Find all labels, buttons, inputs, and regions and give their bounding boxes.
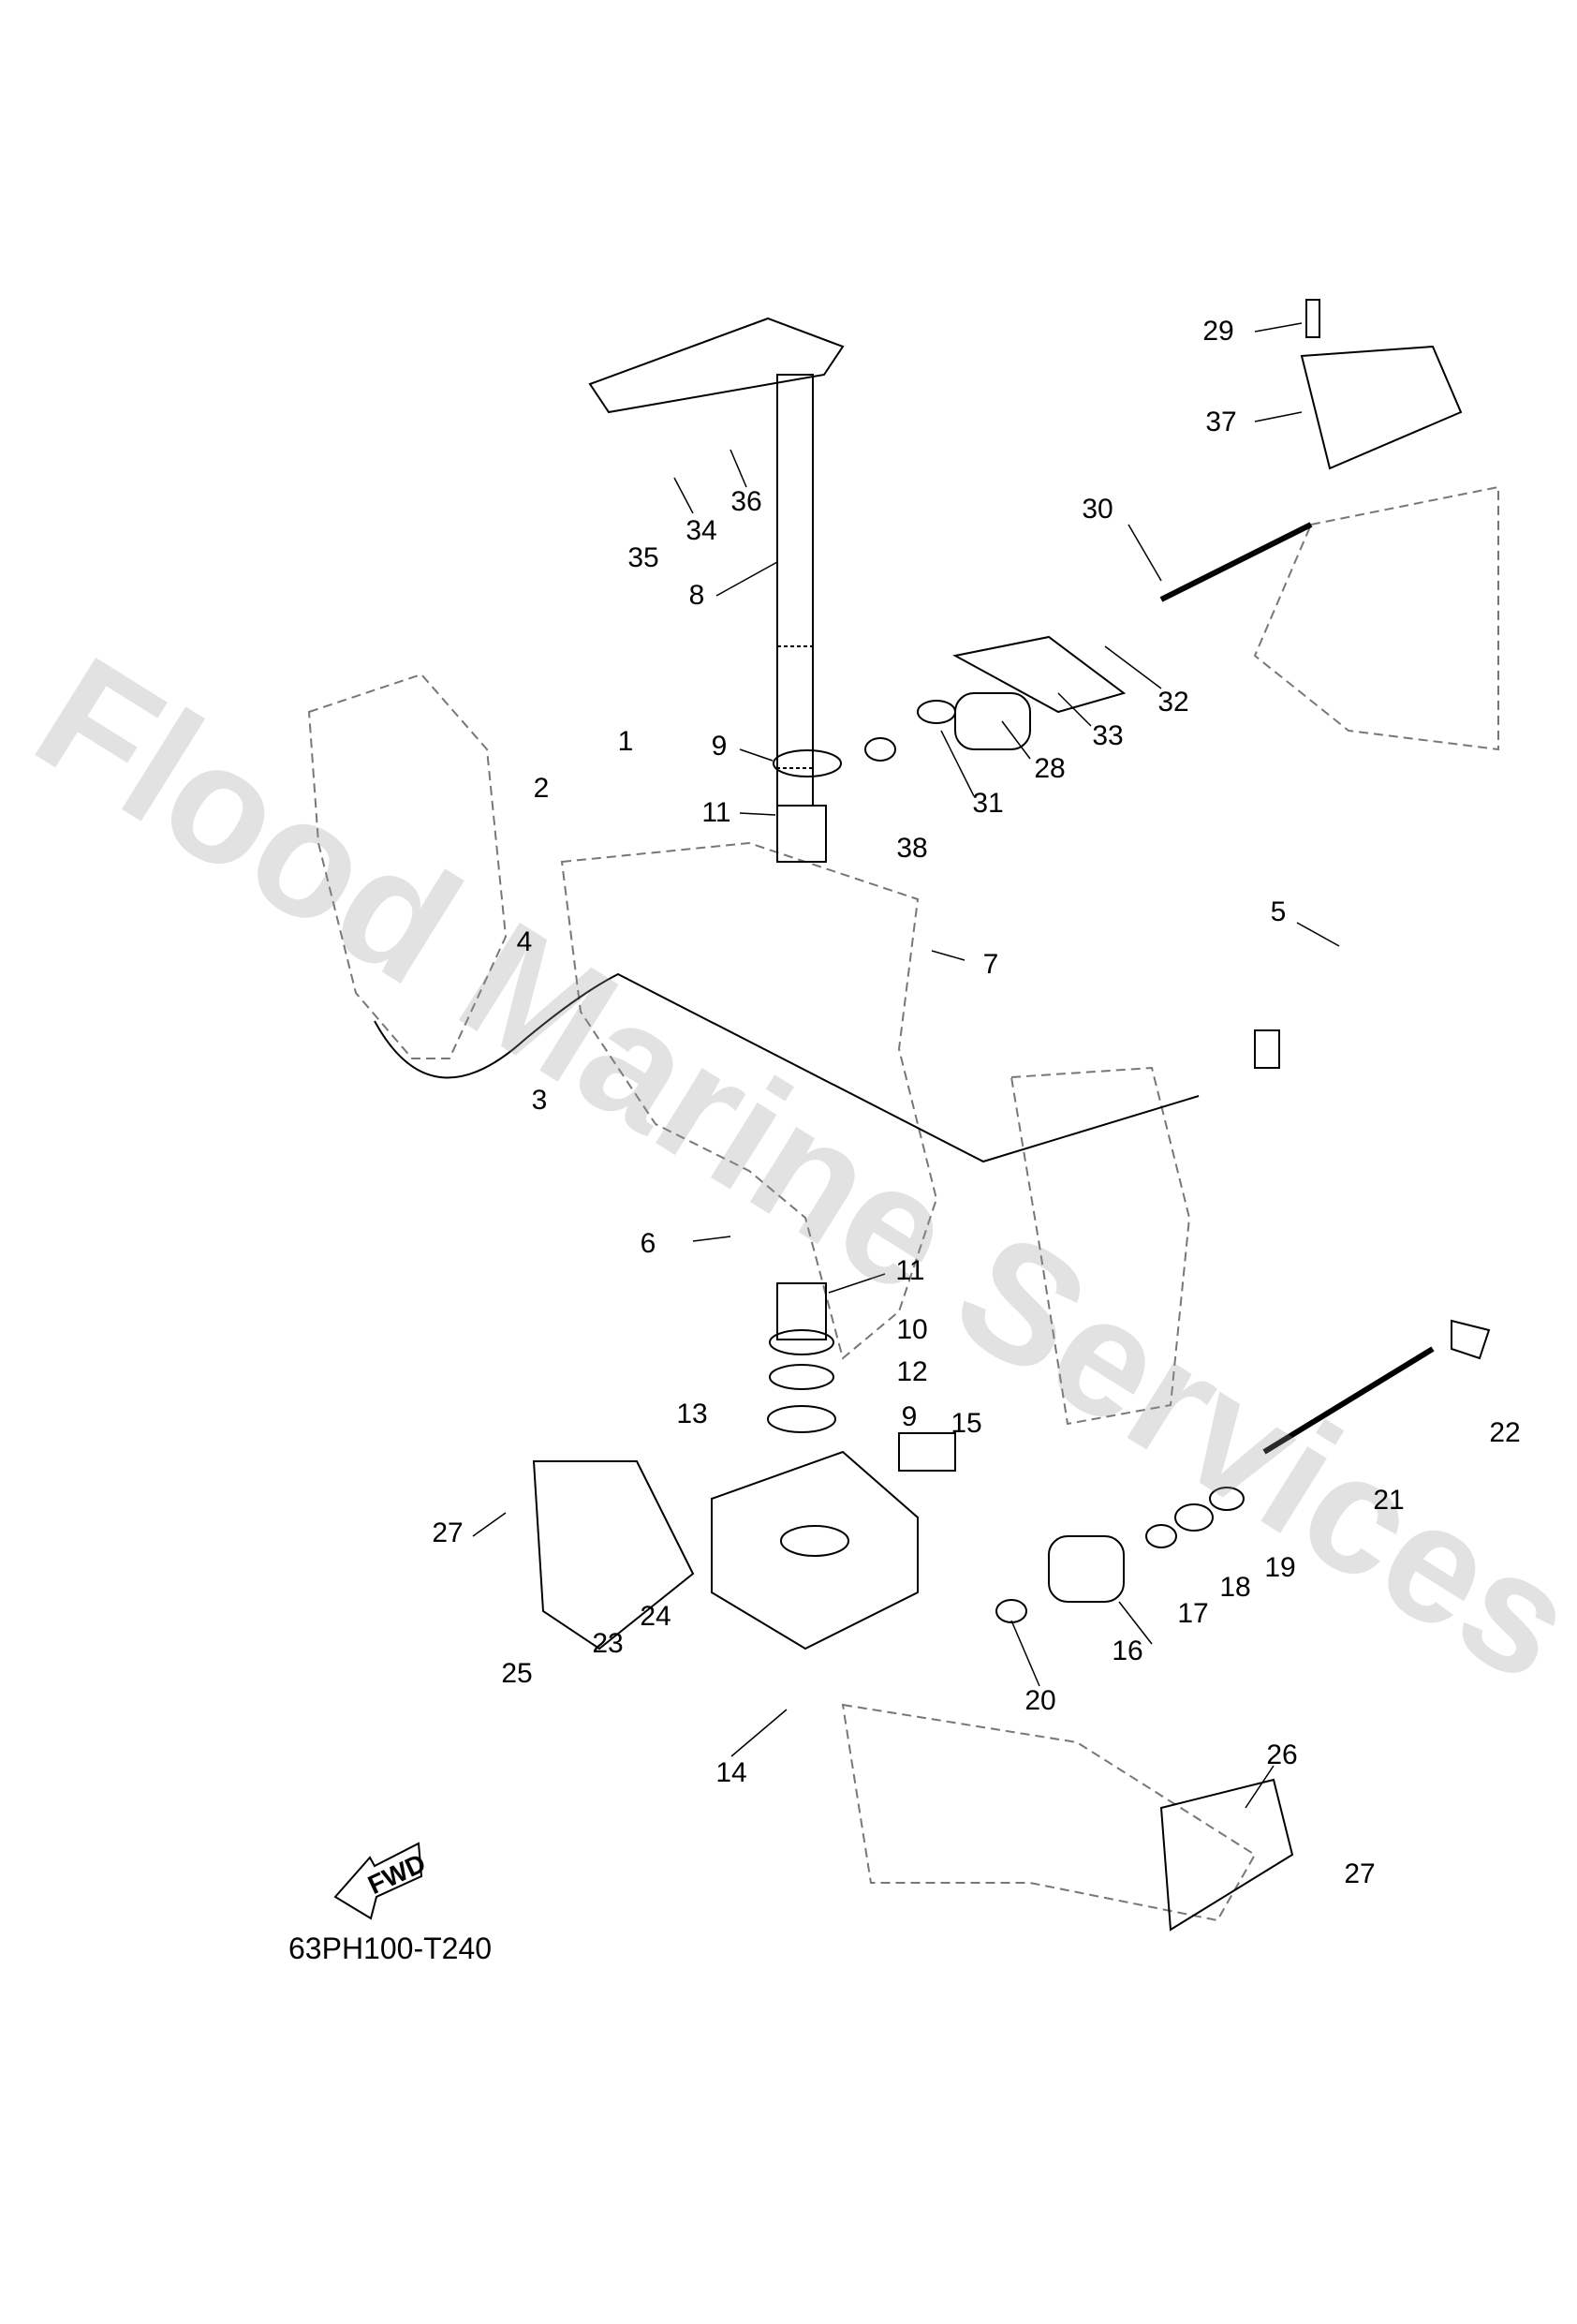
callout-34: 34 <box>685 515 717 546</box>
callout-27b: 27 <box>1344 1858 1376 1889</box>
callout-33: 33 <box>1092 720 1124 751</box>
callout-10: 10 <box>896 1314 928 1345</box>
callout-11b: 11 <box>895 1255 925 1286</box>
callout-11: 11 <box>701 797 731 828</box>
callout-3: 3 <box>531 1085 548 1116</box>
callout-9: 9 <box>711 731 728 762</box>
callout-20: 20 <box>1024 1685 1056 1716</box>
clamp-bracket-outline <box>307 485 1499 1922</box>
callout-18: 18 <box>1219 1572 1251 1603</box>
callout-22: 22 <box>1489 1417 1521 1448</box>
callout-13: 13 <box>676 1399 708 1429</box>
mount-parts <box>374 299 1491 1932</box>
callout-27: 27 <box>432 1517 464 1548</box>
callout-23: 23 <box>592 1628 624 1659</box>
callout-7: 7 <box>982 949 999 980</box>
callout-6: 6 <box>640 1228 656 1259</box>
leader-lines <box>472 322 1340 1809</box>
bushings <box>767 749 842 1433</box>
callout-1: 1 <box>617 726 634 757</box>
callout-16: 16 <box>1112 1636 1143 1666</box>
callout-37: 37 <box>1205 407 1237 437</box>
swivel-bracket-block <box>711 1450 919 1650</box>
callout-4: 4 <box>516 926 533 957</box>
callout-2: 2 <box>533 773 550 804</box>
diagram-code: 63PH100-T240 <box>288 1932 493 1965</box>
callout-15: 15 <box>951 1408 982 1439</box>
callout-28: 28 <box>1034 753 1066 784</box>
callout-25: 25 <box>501 1658 533 1689</box>
callout-29: 29 <box>1202 316 1234 347</box>
callout-9b: 9 <box>901 1401 918 1432</box>
callout-36: 36 <box>730 486 762 517</box>
callout-38: 38 <box>896 833 928 864</box>
callout-26: 26 <box>1266 1739 1298 1770</box>
callout-35: 35 <box>627 542 659 573</box>
callout-12: 12 <box>896 1356 928 1387</box>
fwd-arrow-icon <box>333 1842 423 1920</box>
callout-31: 31 <box>972 788 1004 819</box>
callout-14: 14 <box>715 1757 747 1788</box>
callout-17: 17 <box>1177 1598 1209 1629</box>
callout-5: 5 <box>1270 896 1287 927</box>
callout-24: 24 <box>640 1601 671 1632</box>
callout-30: 30 <box>1082 494 1113 525</box>
callout-19: 19 <box>1264 1552 1296 1583</box>
callout-32: 32 <box>1157 687 1189 718</box>
callout-21: 21 <box>1373 1485 1405 1516</box>
callout-8: 8 <box>688 580 705 611</box>
